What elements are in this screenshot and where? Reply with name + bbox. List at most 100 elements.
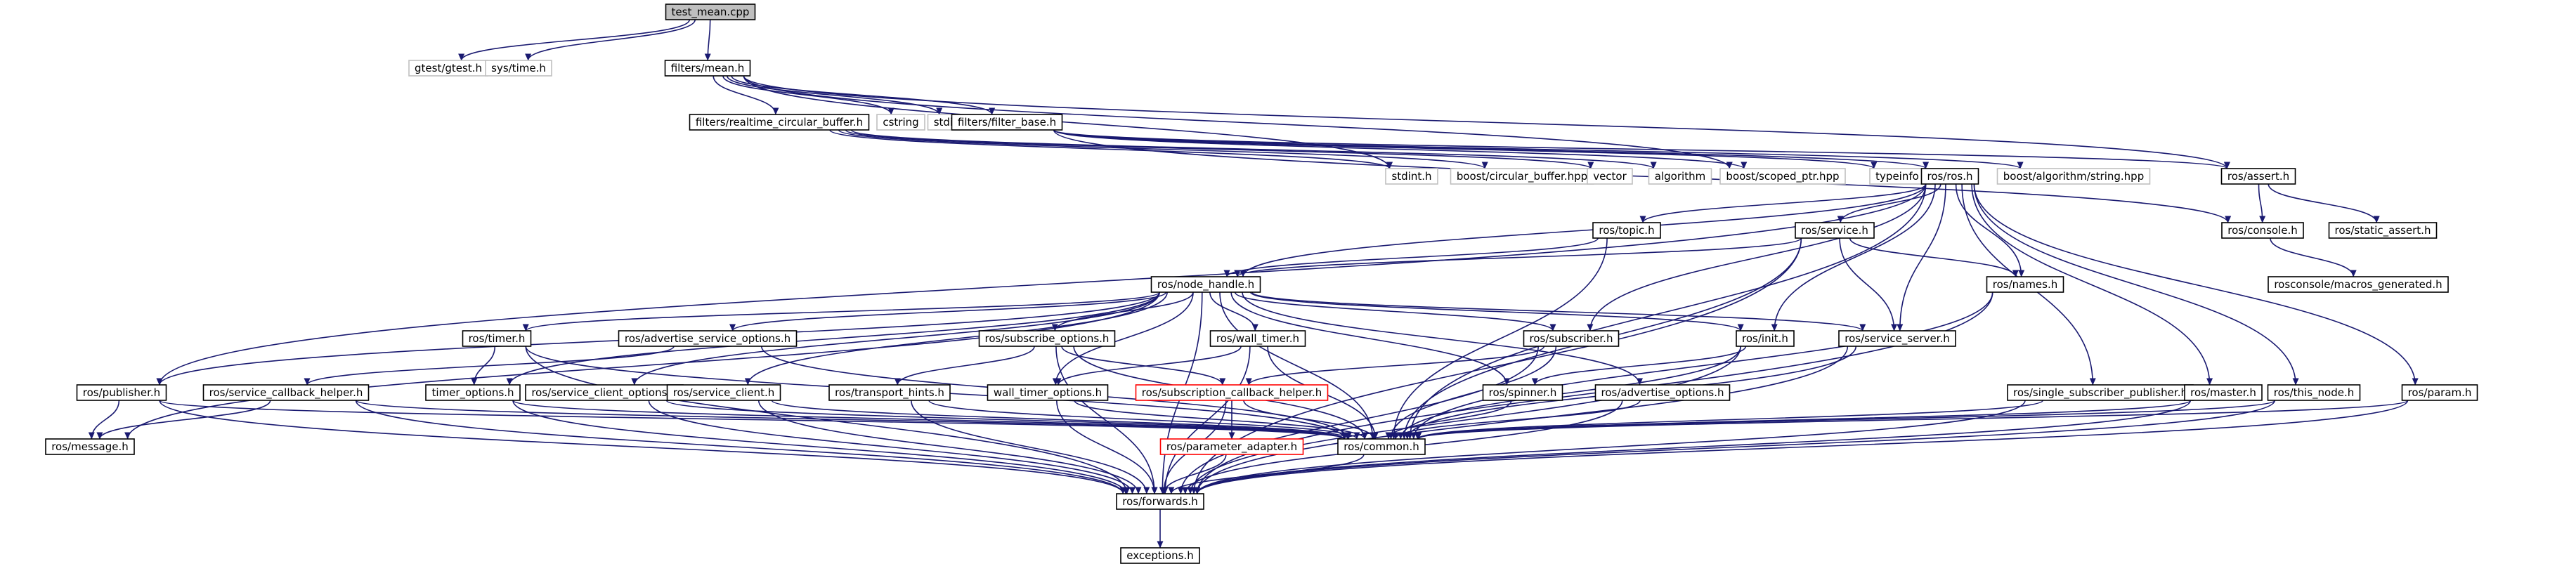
node-this-node[interactable]: ros/this_node.h <box>2267 384 2361 401</box>
node-box <box>978 330 1116 347</box>
node-sub-cb-helper[interactable]: ros/subscription_callback_helper.h <box>1135 384 1329 401</box>
edge-line <box>1955 183 2025 277</box>
edge-srv_client-to-common <box>771 400 1352 440</box>
node-label: algorithm <box>1655 170 1705 183</box>
edge-line <box>1055 346 1158 494</box>
node-console[interactable]: ros/console.h <box>2221 222 2304 239</box>
edge-line <box>523 291 1160 332</box>
node-label: ros/single_subscriber_publisher.h <box>2013 386 2187 400</box>
node-box <box>828 384 951 401</box>
node-service[interactable]: ros/service.h <box>1795 222 1875 239</box>
edge-line <box>1639 183 1927 223</box>
node-param-adapter[interactable]: ros/parameter_adapter.h <box>1159 438 1304 455</box>
edge-line <box>771 400 1352 440</box>
edge-line <box>829 129 1393 169</box>
node-algorithm[interactable]: algorithm <box>1648 168 1712 185</box>
node-label: exceptions.h <box>1126 549 1193 562</box>
node-box <box>2401 384 2478 401</box>
node-adv-srv-opts[interactable]: ros/advertise_service_options.h <box>618 330 798 347</box>
node-cstring[interactable]: cstring <box>876 114 925 131</box>
node-assert[interactable]: ros/assert.h <box>2220 168 2296 185</box>
node-stdint[interactable]: stdint.h <box>1385 168 1438 185</box>
node-nodehandle[interactable]: ros/node_handle.h <box>1150 276 1261 293</box>
node-wall-timer-opts[interactable]: wall_timer_options.h <box>987 384 1109 401</box>
edge-line <box>1849 237 2019 277</box>
node-adv-opts[interactable]: ros/advertise_options.h <box>1594 384 1731 401</box>
node-srv-client[interactable]: ros/service_client.h <box>666 384 781 401</box>
edge-mean-to-assert <box>743 75 2230 169</box>
node-transport-hints[interactable]: ros/transport_hints.h <box>828 384 951 401</box>
node-sub-opts[interactable]: ros/subscribe_options.h <box>978 330 1116 347</box>
node-box <box>462 330 532 347</box>
node-service-server[interactable]: ros/service_server.h <box>1838 330 1956 347</box>
edge-line <box>1061 346 1226 386</box>
node-exceptions[interactable]: exceptions.h <box>1120 547 1200 564</box>
node-typeinfo[interactable]: typeinfo <box>1869 168 1925 185</box>
node-common[interactable]: ros/common.h <box>1337 438 1426 455</box>
node-wall-timer[interactable]: ros/wall_timer.h <box>1209 330 1306 347</box>
node-master[interactable]: ros/master.h <box>2184 384 2263 401</box>
edge-filterbase-to-boostsp <box>1053 129 1747 169</box>
node-topic[interactable]: ros/topic.h <box>1592 222 1661 239</box>
node-spinner[interactable]: ros/spinner.h <box>1482 384 1563 401</box>
node-box <box>1150 276 1261 293</box>
node-filterbase[interactable]: filters/filter_base.h <box>951 114 1063 131</box>
edge-nodehandle-to-common <box>1219 291 1376 440</box>
node-box <box>1482 384 1563 401</box>
edge-ros-to-topic <box>1639 183 1927 223</box>
node-boostsp[interactable]: boost/scoped_ptr.hpp <box>1719 168 1846 185</box>
node-init[interactable]: ros/init.h <box>1736 330 1795 347</box>
node-box <box>485 60 552 77</box>
node-mean[interactable]: filters/mean.h <box>664 60 751 77</box>
node-gtest[interactable]: gtest/gtest.h <box>408 60 488 77</box>
node-message[interactable]: ros/message.h <box>45 438 135 455</box>
node-label: filters/mean.h <box>671 62 745 74</box>
edge-common-to-forwards <box>1168 454 1365 494</box>
edge-line <box>1973 183 2299 386</box>
edge-line <box>1897 183 1946 332</box>
edge-line <box>96 400 271 440</box>
node-timer-opts[interactable]: timer_options.h <box>425 384 521 401</box>
node-label: filters/realtime_circular_buffer.h <box>696 116 863 129</box>
node-timer[interactable]: ros/timer.h <box>462 330 532 347</box>
node-publisher[interactable]: ros/publisher.h <box>76 384 167 401</box>
edge-wall_timer-to-forwards <box>1162 346 1251 494</box>
node-ros[interactable]: ros/ros.h <box>1920 168 1979 185</box>
node-label: filters/filter_base.h <box>958 116 1056 129</box>
node-names[interactable]: ros/names.h <box>1986 276 2064 293</box>
node-vector[interactable]: vector <box>1587 168 1633 185</box>
node-systime[interactable]: sys/time.h <box>485 60 552 77</box>
node-label: wall_timer_options.h <box>994 386 1102 400</box>
edge-init-to-spinner <box>1531 346 1747 386</box>
edge-srv_cb_helper-to-forwards <box>355 400 1126 494</box>
node-label: ros/subscription_callback_helper.h <box>1142 386 1322 400</box>
node-label: ros/service_callback_helper.h <box>209 386 363 400</box>
node-label: ros/init.h <box>1742 332 1788 345</box>
node-boostalgo[interactable]: boost/algorithm/string.hpp <box>1996 168 2151 185</box>
edge-rtcb-to-vector <box>845 129 1594 169</box>
edge-line <box>1230 291 1510 386</box>
node-subscriber[interactable]: ros/subscriber.h <box>1523 330 1620 347</box>
edge-line <box>729 291 1167 332</box>
node-boostcb[interactable]: boost/circular_buffer.hpp <box>1450 168 1594 185</box>
node-staticassert[interactable]: ros/static_assert.h <box>2328 222 2438 239</box>
edge-transport_hints-to-forwards <box>911 400 1150 494</box>
node-forwards[interactable]: ros/forwards.h <box>1116 493 1204 510</box>
node-srv-client-opts[interactable]: ros/service_client_options.h <box>525 384 684 401</box>
node-label: ros/service_client.h <box>673 386 775 400</box>
edge-line <box>159 400 1348 440</box>
edge-line <box>525 346 1131 494</box>
edge-ros-to-param <box>1973 183 2419 386</box>
node-test-mean[interactable]: test_mean.cpp <box>665 4 756 20</box>
node-label: ros/parameter_adapter.h <box>1166 440 1297 454</box>
node-macros[interactable]: rosconsole/macros_generated.h <box>2268 276 2449 293</box>
node-param[interactable]: ros/param.h <box>2401 384 2478 401</box>
node-srv-cb-helper[interactable]: ros/service_callback_helper.h <box>202 384 370 401</box>
edge-line <box>911 400 1150 494</box>
node-single-sub-pub[interactable]: ros/single_subscriber_publisher.h <box>2007 384 2194 401</box>
edge-line <box>743 75 2230 169</box>
edge-line <box>1209 291 1258 332</box>
edge-nodehandle-to-wall_timer_opts <box>1052 291 1194 386</box>
node-rtcb[interactable]: filters/realtime_circular_buffer.h <box>689 114 870 131</box>
node-box <box>76 384 167 401</box>
